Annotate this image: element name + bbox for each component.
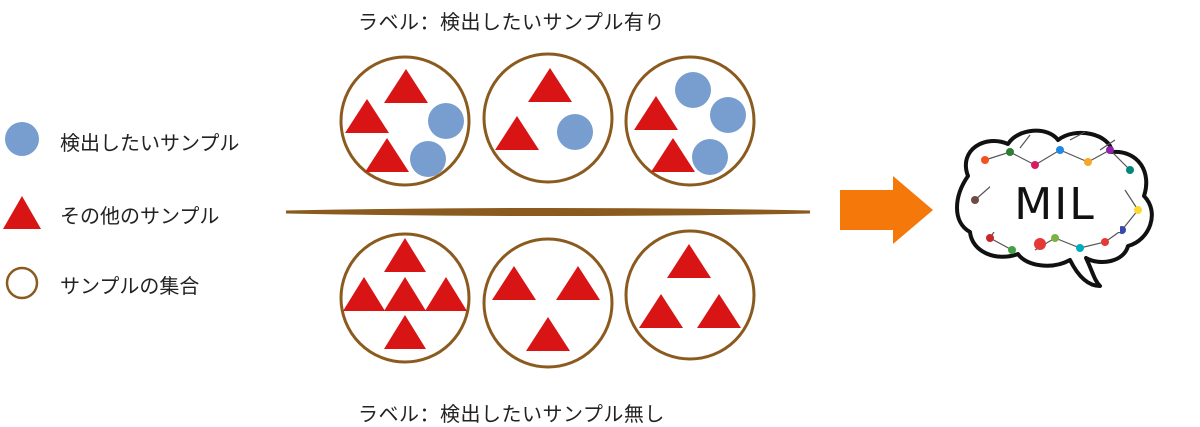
legend-bag-label: サンプルの集合 xyxy=(60,274,200,298)
arrow-right-icon xyxy=(840,176,933,244)
bag-positive-3 xyxy=(624,55,756,187)
triangle-marker xyxy=(384,315,426,349)
triangle-marker xyxy=(492,266,536,300)
model-label: MIL xyxy=(1014,178,1096,230)
legend-target-circle-icon xyxy=(5,122,39,156)
bag-negative-1 xyxy=(339,232,471,364)
divider-line xyxy=(285,208,811,216)
triangle-marker xyxy=(556,266,600,300)
legend-other-label: その他のサンプル xyxy=(60,204,220,228)
circle-marker xyxy=(692,139,728,175)
triangle-marker xyxy=(345,99,389,133)
triangle-marker xyxy=(384,69,428,103)
bag-positive-1 xyxy=(339,55,471,187)
circle-marker xyxy=(410,141,446,177)
mil-label-box xyxy=(990,174,1120,232)
circle-marker xyxy=(675,72,711,108)
legend-target-label: 検出したいサンプル xyxy=(60,131,240,155)
triangle-marker xyxy=(495,116,539,150)
triangle-marker xyxy=(634,96,678,130)
top-label: ラベル：検出したいサンプル有り xyxy=(358,10,665,34)
triangle-marker xyxy=(425,277,467,311)
triangle-marker xyxy=(528,68,572,102)
legend-other-triangle-icon xyxy=(3,196,41,229)
triangle-marker xyxy=(667,244,711,278)
triangle-marker xyxy=(651,138,695,172)
circle-marker xyxy=(428,103,464,139)
triangle-marker xyxy=(384,238,426,272)
bag-negative-2 xyxy=(482,237,614,369)
bag-positive-2 xyxy=(482,52,614,184)
triangle-marker xyxy=(639,294,683,328)
bag-negative-3 xyxy=(624,229,756,361)
brain-icon xyxy=(955,128,1154,288)
circle-marker xyxy=(557,114,593,150)
legend-bag-circle-icon xyxy=(5,266,39,300)
triangle-marker xyxy=(343,277,385,311)
triangle-marker xyxy=(384,277,426,311)
circle-marker xyxy=(710,97,746,133)
triangle-marker xyxy=(365,138,409,172)
triangle-marker xyxy=(526,317,570,351)
triangle-marker xyxy=(697,294,741,328)
